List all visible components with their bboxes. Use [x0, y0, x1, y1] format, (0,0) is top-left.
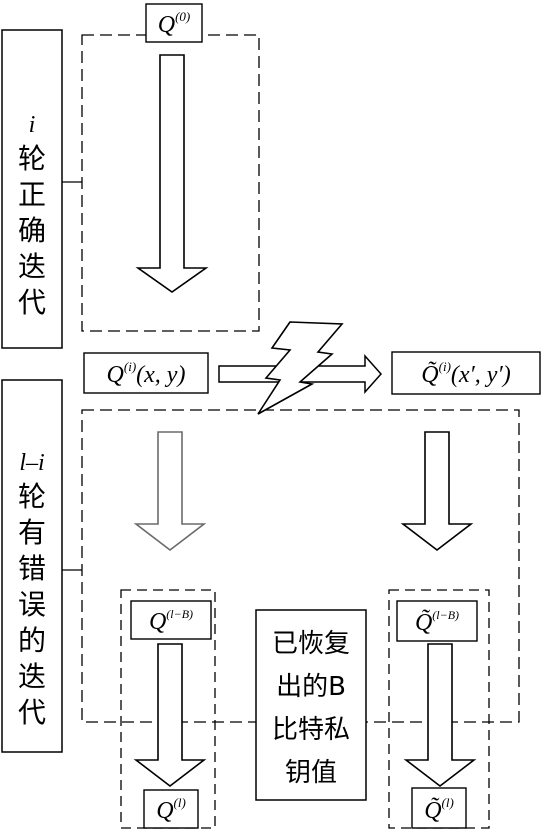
upper-label-char-3: 确: [18, 214, 46, 247]
node-q-lb-tilde: Q̃(l−B): [415, 608, 459, 636]
arrow-down-correct: [135, 54, 209, 293]
node-q0: Q(0): [158, 9, 191, 38]
node-q-l-box: [143, 789, 199, 829]
lower-label-char-3: 错: [18, 552, 46, 585]
arrow-down-faulty-right: [400, 431, 474, 552]
correct-iterations-region: [81, 34, 260, 332]
recovered-bits-line-2: 出的B: [276, 672, 346, 702]
lower-label-var: l–i: [19, 450, 44, 476]
lower-label-char-7: 代: [18, 696, 46, 729]
node-q-lb-box: [130, 600, 212, 640]
node-q0-box: [145, 3, 203, 43]
upper-label-char-5: 代: [18, 286, 46, 319]
recovered-bits-line-3: 比特私: [272, 715, 350, 745]
lower-label-char-5: 的: [18, 624, 46, 657]
upper-label-char-1: 轮: [18, 142, 46, 175]
recovered-bits-box: [255, 609, 367, 801]
node-q-l-tilde: Q̃(l): [424, 795, 454, 824]
upper-label-char-4: 迭: [18, 250, 46, 283]
faulty-iterations-region: [81, 409, 520, 723]
lower-label-char-4: 误: [18, 588, 46, 621]
node-q-lb-tilde-box: [396, 600, 478, 642]
recovered-bits-line-4: 钥值: [285, 758, 337, 788]
node-qi-tilde: Q̃(i)(x′, y′): [421, 359, 510, 388]
node-q-l-tilde-box: [411, 787, 467, 829]
lower-label-char-1: 轮: [18, 480, 46, 513]
node-q-lb: Q(l−B): [149, 607, 193, 635]
node-qi: Q(i)(x, y): [107, 359, 186, 388]
lower-label-box: [1, 379, 63, 753]
upper-label-var: i: [29, 112, 36, 138]
arrow-down-faulty-left: [133, 431, 207, 552]
upper-label-box: [1, 29, 63, 349]
lower-label-char-6: 迭: [18, 660, 46, 693]
upper-label-char-2: 正: [18, 178, 46, 211]
lower-label-char-2: 有: [18, 516, 46, 549]
arrow-down-final-left: [133, 643, 207, 788]
recovered-bits-line-1: 已恢复: [272, 629, 350, 659]
arrow-down-final-right: [403, 643, 477, 788]
node-qi-tilde-box: [391, 351, 541, 395]
node-qi-box: [83, 352, 209, 394]
left-final-region: [120, 589, 216, 829]
node-q-l: Q(l): [156, 795, 186, 824]
lightning-fault-icon: [257, 321, 344, 415]
